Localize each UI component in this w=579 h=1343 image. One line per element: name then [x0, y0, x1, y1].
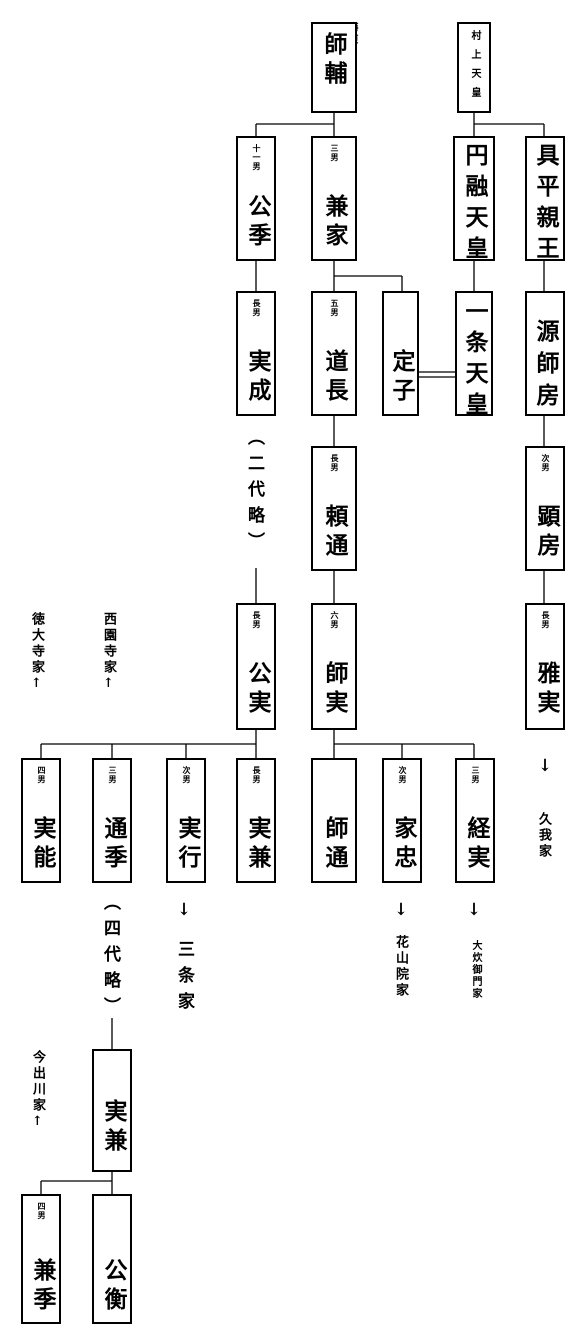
birth-order: 六男 [330, 611, 340, 629]
birth-order: 長男 [541, 611, 551, 629]
node-name: 家忠 [390, 816, 417, 874]
node-name: 一条天皇 [461, 299, 488, 423]
sanjo-family-label: 三条家 [174, 940, 194, 1018]
node-name: 通季 [100, 816, 127, 874]
node-name: 師実 [321, 661, 348, 719]
birth-order: 三男 [108, 766, 118, 784]
node-ietada: 次男 家忠 [382, 758, 422, 883]
birth-order: 長男 [252, 766, 262, 784]
node-kanesue: 四男 兼季 [21, 1194, 61, 1324]
birth-order: 長男 [330, 454, 340, 472]
node-name: 実行 [174, 816, 201, 874]
node-name: 具平親王 [532, 143, 559, 267]
node-akifusa: 次男 顕房 [525, 446, 565, 571]
node-name: 円融天皇 [461, 143, 488, 267]
node-kaneie: 三男 兼家 [311, 136, 357, 261]
down-arrow-icon: ↓ [464, 900, 484, 929]
node-minamoto-morofusa: 源師房 [525, 291, 565, 416]
down-arrow-icon: ↓ [174, 900, 194, 929]
birth-order: 四男 [37, 766, 47, 784]
node-morozane: 六男 師実 [311, 603, 357, 730]
kazan-family-label: 花山院家 [393, 935, 408, 999]
node-name: 源師房 [532, 319, 559, 415]
birth-order: 長男 [252, 611, 262, 629]
node-sanekane-2: 実兼 [92, 1049, 132, 1172]
node-masazane: 長男 雅実 [525, 603, 565, 730]
birth-order: 次男 [398, 766, 408, 784]
node-moromichi: 師通 [311, 758, 357, 883]
birth-order: 次男 [182, 766, 192, 784]
node-teishi: 定子 [382, 291, 419, 416]
imadegawa-family-label: 今出川家↑ [30, 1050, 45, 1132]
node-yorimichi: 長男 頼通 [311, 446, 357, 571]
node-name: 頼通 [321, 504, 348, 562]
node-name: 兼季 [29, 1258, 56, 1316]
node-kinzane: 長男 公実 [236, 603, 276, 730]
skipped-generations-note: （二代略） [244, 428, 264, 558]
node-name: 師通 [321, 816, 348, 874]
node-murakami: 村上天皇 [457, 22, 491, 113]
down-arrow-icon: ↓ [391, 900, 411, 929]
node-michisue: 三男 通季 [92, 758, 132, 883]
birth-order: 五男 [330, 299, 340, 317]
node-name: 公実 [244, 661, 271, 719]
birth-order: 十一男 [252, 144, 262, 171]
node-name: 道長 [321, 349, 348, 407]
node-name: 公衡 [100, 1258, 127, 1316]
node-name: 実兼 [244, 816, 271, 874]
node-name: 定子 [388, 349, 415, 407]
node-name: 実能 [29, 816, 56, 874]
saionji-family-label: 西園寺家↑ [101, 612, 116, 694]
node-name: 顕房 [533, 504, 560, 562]
tokudaiji-family-label: 徳大寺家↑ [29, 612, 44, 694]
node-name: 実成 [244, 349, 271, 407]
node-sanenoshi: 四男 実能 [21, 758, 61, 883]
node-name: 実兼 [100, 1099, 127, 1157]
birth-order: 三男 [330, 144, 340, 162]
node-saneyuki: 次男 実行 [166, 758, 206, 883]
birth-order: 長男 [252, 299, 262, 317]
node-name: 雅実 [533, 661, 560, 719]
node-name: 経実 [463, 816, 490, 874]
node-kinsue: 十一男 公季 [236, 136, 276, 261]
node-name: 公季 [244, 194, 271, 252]
node-sanekane: 長男 実兼 [236, 758, 276, 883]
koga-family-label: 久我家 [536, 812, 551, 860]
birth-order: 三男 [471, 766, 481, 784]
node-tomohira: 具平親王 [525, 136, 565, 267]
node-name: 兼家 [321, 194, 348, 252]
node-kinhira: 公衡 [92, 1194, 132, 1324]
node-ichijo: 一条天皇 [455, 291, 493, 423]
node-tsunezane: 三男 経実 [455, 758, 495, 883]
node-enyu: 円融天皇 [453, 136, 495, 267]
oinomikado-family-label: 大炊御門家 [470, 940, 481, 1000]
node-sanenari: 長男 実成 [236, 291, 276, 416]
birth-order: 四男 [37, 1202, 47, 1220]
down-arrow-icon: ↓ [535, 756, 555, 785]
birth-order: 次男 [541, 454, 551, 472]
node-name: 村上天皇 [469, 30, 480, 106]
node-michinaga: 五男 道長 [311, 291, 357, 416]
node-morosuke: 師輔 [311, 22, 357, 113]
skipped-generations-note: （四代略） [100, 893, 120, 1023]
node-name: 師輔 [320, 32, 347, 90]
